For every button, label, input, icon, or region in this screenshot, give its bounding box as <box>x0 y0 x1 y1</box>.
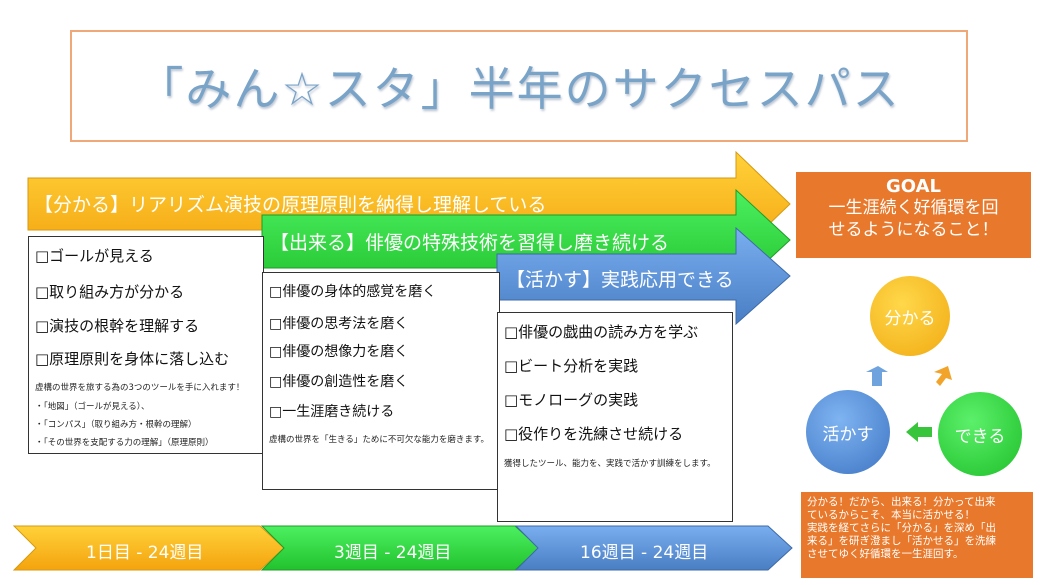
cycle-arrow-top-right-icon <box>934 366 952 386</box>
phase3-item: □俳優の戯曲の読み方を学ぶ <box>504 323 699 341</box>
cycle-dekiru-circle: できる <box>938 392 1022 476</box>
summary-line: 分かる！だから、出来る！分かって出来 <box>807 496 996 508</box>
phase3-item: □役作りを洗練させ続ける <box>504 425 684 443</box>
week-arrow-2 <box>260 525 540 571</box>
goal-line: 一生涯続く好循環を回 <box>828 198 999 218</box>
phase-arrow-ikasu <box>496 226 791 326</box>
phase1-item: □演技の根幹を理解する <box>35 317 200 335</box>
phase3-box: □俳優の戯曲の読み方を学ぶ □ビート分析を実践 □モノローグの実践 □役作りを洗… <box>497 312 733 522</box>
week-label-2: 3週目 - 24週目 <box>334 543 452 563</box>
phase2-arrow-label: 【出来る】俳優の特殊技術を習得し磨き続ける <box>270 232 670 254</box>
cycle-wakaru-label: 分かる <box>884 308 936 329</box>
phase3-arrow-label: 【活かす】実践応用できる <box>506 269 734 291</box>
summary-line: ているからこそ、本当に活かせる！ <box>807 509 975 521</box>
phase2-item: □俳優の想像力を磨く <box>269 344 409 360</box>
phase2-item: □一生涯磨き続ける <box>269 404 395 420</box>
page-title: 「みん☆スタ」半年のサクセスパス <box>137 62 901 116</box>
week-arrow-3 <box>514 525 793 571</box>
week-label-1: 1日目 - 24週目 <box>86 543 204 563</box>
summary-line: 実践を経てさらに「分かる」を深め「出 <box>807 522 996 534</box>
week-arrow-1 <box>12 525 285 571</box>
cycle-ikasu-label: 活かす <box>822 424 874 445</box>
phase2-note: 虚構の世界を「生きる」ために不可欠な能力を磨きます。 <box>269 435 489 445</box>
phase1-item: □ゴールが見える <box>35 247 154 265</box>
phase2-item: □俳優の身体的感覚を磨く <box>269 284 437 300</box>
phase1-note: ・「その世界を支配する力の理解」（原理原則） <box>35 438 214 448</box>
phase1-box: □ゴールが見える □取り組み方が分かる □演技の根幹を理解する □原理原則を身体… <box>28 236 264 454</box>
phase2-box: □俳優の身体的感覚を磨く □俳優の思考法を磨く □俳優の想像力を磨く □俳優の創… <box>262 272 500 490</box>
phase3-item: □ビート分析を実践 <box>504 357 639 375</box>
phase2-item: □俳優の創造性を磨く <box>269 374 409 390</box>
phase3-note: 獲得したツール、能力を、実践で活かす訓練をします。 <box>504 459 716 469</box>
phase1-note: ・「地図」（ゴールが見える）、 <box>35 402 150 412</box>
phase1-note: ・「コンパス」（取り組み方・根幹の理解） <box>35 420 197 430</box>
cycle-dekiru-label: できる <box>954 426 1006 447</box>
week-label-3: 16週目 - 24週目 <box>580 543 709 563</box>
goal-box: GOAL 一生涯続く好循環を回 せるようになること！ <box>796 172 1031 258</box>
cycle-ikasu-circle: 活かす <box>806 390 890 474</box>
phase3-item: □モノローグの実践 <box>504 391 639 409</box>
summary-box: 分かる！だから、出来る！分かって出来 ているからこそ、本当に活かせる！ 実践を経… <box>801 492 1033 578</box>
phase1-note: 虚構の世界を旅する為の3つのツールを手に入れます！ <box>35 383 245 393</box>
phase1-item: □取り組み方が分かる <box>35 283 185 301</box>
phase1-item: □原理原則を身体に落し込む <box>35 350 230 368</box>
goal-title: GOAL <box>886 176 941 197</box>
summary-line: させてゆく好循環を一生涯回す。 <box>807 548 964 560</box>
cycle-arrow-left-top-icon <box>866 366 888 386</box>
phase1-arrow-label: 【分かる】リアリズム演技の原理原則を納得し理解している <box>34 194 547 216</box>
goal-line: せるようになること！ <box>828 220 999 240</box>
summary-line: 来る」を研ぎ澄まし「活かせる」を洗練 <box>807 535 996 547</box>
cycle-arrow-right-left-icon <box>906 422 932 442</box>
cycle-wakaru-circle: 分かる <box>870 276 950 356</box>
title-box: 「みん☆スタ」半年のサクセスパス <box>70 30 968 142</box>
phase2-item: □俳優の思考法を磨く <box>269 316 409 332</box>
